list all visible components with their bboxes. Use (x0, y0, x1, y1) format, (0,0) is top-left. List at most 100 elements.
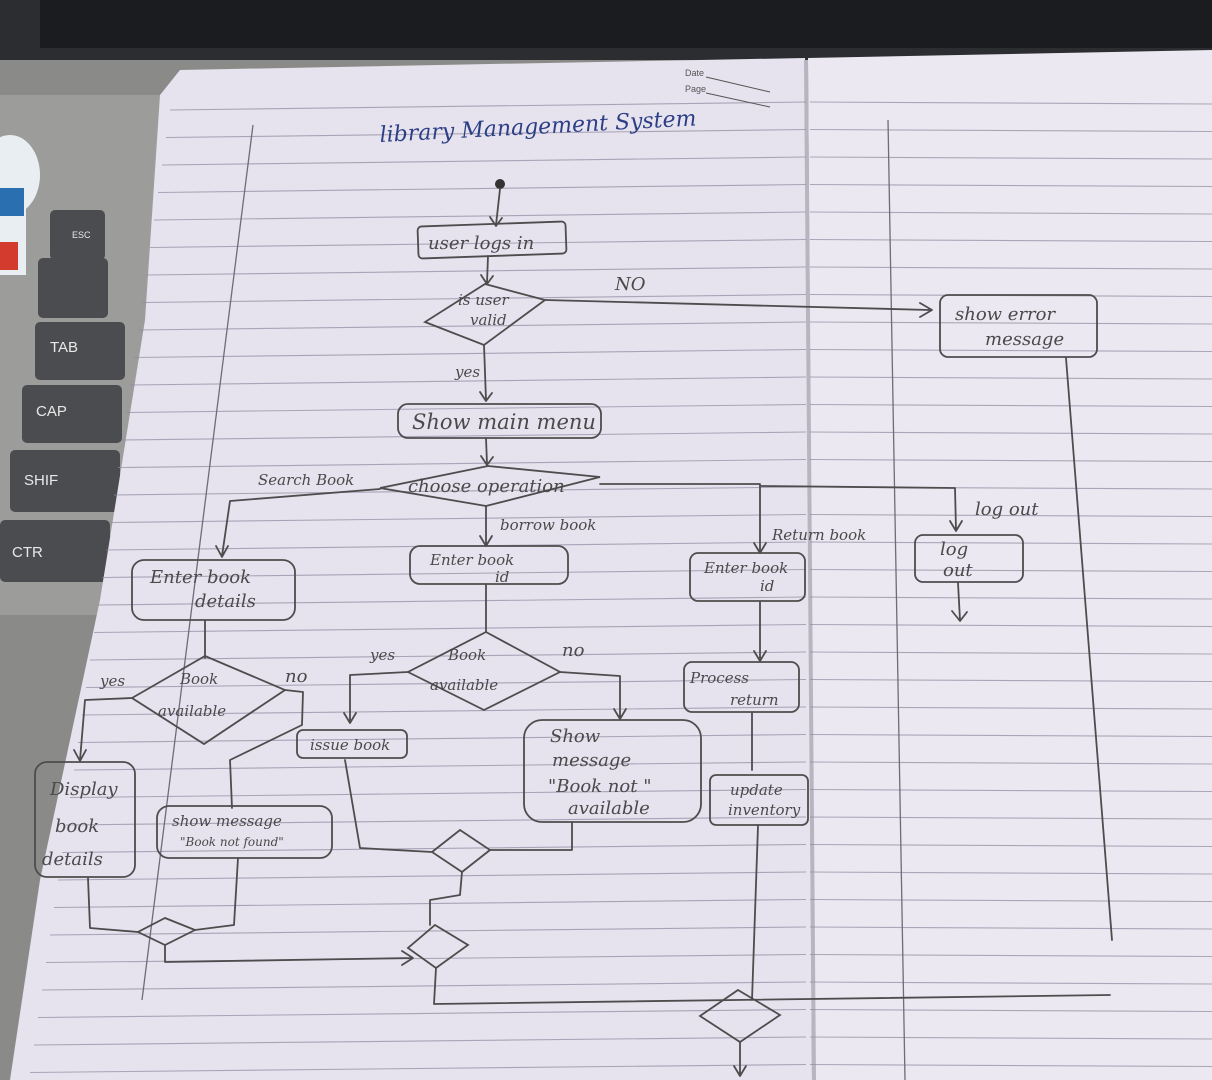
node-show-error-label-1: show error (955, 304, 1056, 325)
ruled-line (809, 678, 1212, 683)
node-show-message-na-label-4: available (568, 798, 650, 819)
page-label: Page (685, 84, 706, 94)
node-show-main-menu-label: Show main menu (412, 410, 596, 434)
ruled-line (809, 623, 1212, 628)
key-tab-label: TAB (50, 339, 78, 356)
ruled-line (37, 1008, 807, 1019)
ruled-line (809, 953, 1212, 958)
node-issue-book (296, 729, 408, 759)
ruled-line (809, 898, 1212, 903)
node-log-out-label-1: log (940, 539, 968, 560)
ruled-line (121, 431, 807, 441)
ruled-line (809, 981, 1212, 985)
ruled-line (809, 238, 1212, 243)
node-is-user-valid-label-2: valid (470, 311, 507, 329)
node-show-message-not-found (156, 805, 333, 859)
ruled-line (809, 706, 1212, 710)
node-enter-book-details (131, 559, 296, 621)
ruled-line (809, 376, 1212, 380)
ruled-line (809, 761, 1212, 765)
line-notavailable-to-merge (489, 821, 573, 851)
node-enter-book-id-label-2: id (495, 568, 509, 586)
ruled-line (33, 1036, 807, 1046)
ruled-line (93, 623, 807, 634)
node-display-book-details (34, 761, 136, 878)
arrow-mid-yes (343, 671, 409, 724)
edge-label-mid-no: no (562, 640, 585, 661)
ruled-line (61, 843, 807, 854)
node-display-book-details-label-3: details (42, 849, 103, 870)
ruled-line (29, 1063, 807, 1074)
notebook: Date Page (10, 50, 1212, 1080)
ruled-line (809, 403, 1212, 408)
node-book-available-mid-label-2: available (430, 676, 498, 694)
key-tab (35, 322, 125, 380)
node-enter-book-details-label-1: Enter book (149, 567, 251, 588)
edge-label-left-yes: yes (99, 672, 125, 690)
ruled-line (169, 101, 807, 111)
ruled-line (809, 926, 1212, 930)
node-display-book-details-label-2: book (55, 816, 99, 837)
ruled-line (153, 211, 807, 221)
edge-label-return-book: Return book (771, 526, 866, 544)
ruled-line (157, 183, 807, 194)
ruled-line (145, 266, 807, 276)
node-issue-book-label: issue book (310, 736, 390, 754)
ruled-line (149, 238, 807, 249)
key-shift (10, 450, 120, 512)
edge-label-log-out: log out (975, 499, 1039, 520)
right-page (808, 50, 1212, 1080)
node-book-available-left-label-1: Book (179, 670, 218, 688)
node-show-message-na-label-1: Show (550, 726, 601, 747)
key-caps-label: CAP (36, 403, 67, 420)
node-log-out-label-2: out (943, 560, 973, 581)
ruled-line (809, 101, 1212, 105)
ruled-line (809, 431, 1212, 435)
ruled-line (809, 156, 1212, 160)
ruled-line (141, 293, 807, 304)
key-caps (22, 385, 122, 443)
ruled-line (809, 1008, 1212, 1013)
ruled-line (137, 321, 807, 331)
node-user-logs-in-label: user logs in (428, 233, 534, 254)
node-show-message-na-label-3: "Book not " (548, 776, 651, 797)
ruled-line (809, 513, 1212, 518)
node-enter-book-id-return (689, 552, 806, 602)
arrow-left-no (229, 689, 304, 809)
ruled-line (809, 733, 1212, 738)
ruled-line (57, 871, 807, 881)
node-log-out (914, 534, 1024, 583)
key-ctrl-label: CTR (12, 544, 43, 561)
node-show-message-nf-label-2: "Book not found" (180, 835, 284, 849)
node-enter-book-id-return-label-2: id (760, 577, 774, 595)
edge-label-yes-valid: yes (454, 363, 480, 381)
ruled-line (809, 596, 1212, 600)
ruled-line (809, 1036, 1212, 1040)
edge-label-no-invalid: NO (614, 274, 646, 295)
node-process-return-label-1: Process (689, 669, 749, 687)
node-enter-book-id-label-1: Enter book (429, 551, 514, 569)
date-label: Date (685, 68, 704, 78)
node-show-message-not-available (523, 719, 702, 823)
ruled-line (117, 458, 807, 469)
ruled-line (809, 568, 1212, 573)
ruled-line (809, 816, 1212, 820)
node-book-available-left-label-2: available (158, 702, 226, 720)
ruled-line (69, 788, 807, 799)
node-update-inventory-label-2: inventory (728, 801, 801, 819)
node-enter-book-id (409, 545, 569, 585)
ruled-line (109, 513, 807, 524)
key-esc (50, 210, 105, 260)
line-notfound-to-merge (194, 857, 239, 931)
arrow-menu-to-operation (480, 437, 494, 466)
ruled-line (97, 596, 807, 606)
ruled-line (73, 761, 807, 771)
node-book-available-left (130, 654, 287, 746)
edge-label-borrow-book: borrow book (500, 516, 596, 534)
arrow-to-process-return (753, 601, 767, 662)
arrow-final-down (733, 1041, 747, 1077)
ruled-line (125, 403, 807, 414)
ruled-line (809, 651, 1212, 655)
node-process-return (683, 661, 800, 713)
